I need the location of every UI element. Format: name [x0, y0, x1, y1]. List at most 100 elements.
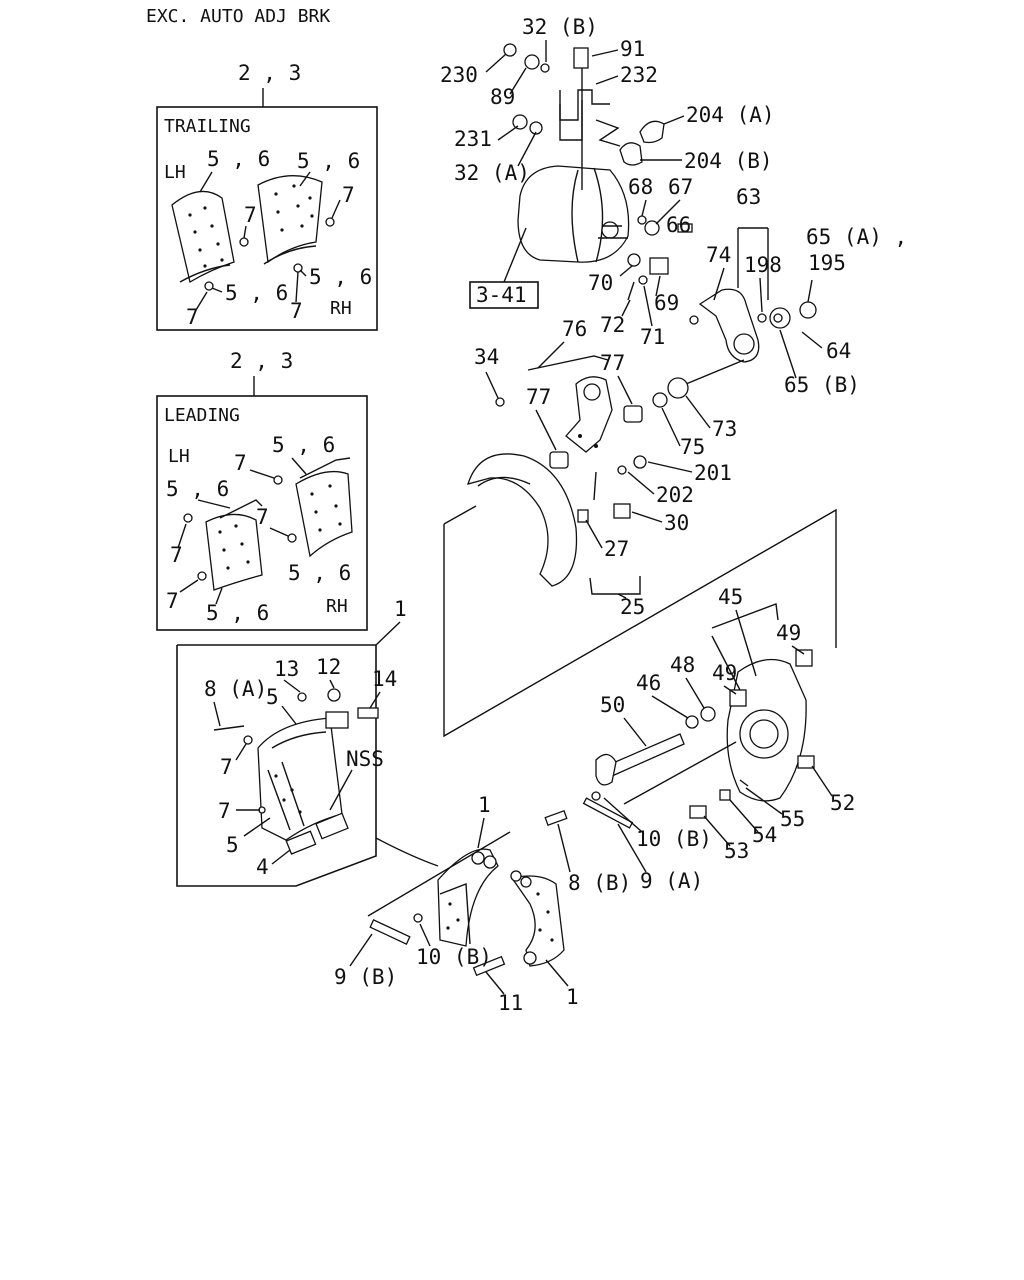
chamber-label-198: 198 [744, 253, 782, 277]
spider-label-49b: 49 [712, 661, 737, 685]
shoe-label-5a: 5 [266, 685, 279, 709]
shoe-label-12: 12 [316, 655, 341, 679]
trailing-label-8: 7 [290, 299, 303, 323]
leading-label-6: 5 , 6 [288, 561, 351, 585]
leading-label-5: 7 [170, 543, 183, 567]
chamber-label-68: 68 [628, 175, 653, 199]
bottom-label-11: 11 [498, 991, 523, 1015]
spider-label-52: 52 [830, 791, 855, 815]
trailing-label-2: 5 , 6 [297, 149, 360, 173]
shoe-label-5b: 5 [226, 833, 239, 857]
chamber-label-70: 70 [588, 271, 613, 295]
trailing-label-4: 7 [342, 183, 355, 207]
mid-label-202: 202 [656, 483, 694, 507]
mid-label-75: 75 [680, 435, 705, 459]
spider-label-50: 50 [600, 693, 625, 717]
leading-lining-right [295, 470, 353, 558]
assembly-outline [443, 508, 837, 738]
spider-label-10b: 10 (B) [636, 827, 712, 851]
shoe-box-ref: 1 [394, 597, 407, 621]
camshaft [605, 733, 685, 777]
shoe-pair-group: 1 8 (B) 9 (B) 10 (B) 11 1 [334, 793, 631, 1015]
chamber-label-91: 91 [620, 37, 645, 61]
brake-lining-right [257, 175, 323, 264]
spider-label-9a: 9 (A) [640, 869, 703, 893]
shoe-label-14: 14 [372, 667, 397, 691]
chamber-label-67: 67 [668, 175, 693, 199]
chamber-label-195: 195 [808, 251, 846, 275]
chamber-label-32b: 32 (B) [522, 15, 598, 39]
shoe-assembly [257, 717, 343, 841]
spider-label-46: 46 [636, 671, 661, 695]
chamber-label-71: 71 [640, 325, 665, 349]
leading-title: LEADING [164, 405, 240, 426]
brake-shoe-right [510, 875, 565, 967]
leading-label-3: 5 , 6 [166, 477, 229, 501]
leading-label-7: 7 [166, 589, 179, 613]
chamber-label-72: 72 [600, 313, 625, 337]
trailing-rh-label: RH [330, 298, 352, 319]
shoe-label-nss: NSS [346, 747, 384, 771]
brake-shoe-left [437, 848, 499, 947]
trailing-title: TRAILING [164, 116, 251, 137]
trailing-label-3: 7 [244, 203, 257, 227]
leading-lh-label: LH [168, 446, 190, 467]
dust-shield [467, 453, 578, 587]
chamber-label-65b: 65 (B) [784, 373, 860, 397]
shoe-label-8a: 8 (A) [204, 677, 267, 701]
chamber-label-32a: 32 (A) [454, 161, 530, 185]
spider-label-45: 45 [718, 585, 743, 609]
leading-rh-label: RH [326, 596, 348, 617]
chamber-ref-box: 3-41 [476, 283, 527, 307]
chamber-label-69: 69 [654, 291, 679, 315]
trailing-label-6: 5 , 6 [309, 265, 372, 289]
chamber-label-64: 64 [826, 339, 851, 363]
mid-label-73: 73 [712, 417, 737, 441]
chamber-label-65a: 65 (A) , [806, 225, 907, 249]
mid-label-30: 30 [664, 511, 689, 535]
trailing-label-7: 7 [186, 305, 199, 329]
spider-label-48: 48 [670, 653, 695, 677]
chamber-label-230: 230 [440, 63, 478, 87]
mid-label-76: 76 [562, 317, 587, 341]
chamber-label-204b: 204 (B) [684, 149, 773, 173]
bottom-label-10b: 10 (B) [416, 945, 492, 969]
leading-ref-label: 2 , 3 [230, 349, 293, 373]
chamber-label-232: 232 [620, 63, 658, 87]
brake-chamber-group: 3-41 32 (B) 91 230 232 89 204 (A) 231 20… [440, 15, 907, 397]
bottom-label-9b: 9 (B) [334, 965, 397, 989]
brake-chamber [517, 165, 630, 263]
leading-lining-left [205, 513, 263, 591]
shoe-label-13: 13 [274, 657, 299, 681]
leading-box: 2 , 3 LEADING LH RH 5 , 6 7 5 , 6 7 7 5 … [156, 349, 368, 631]
shoe-label-7b: 7 [218, 799, 231, 823]
chamber-label-204a: 204 (A) [686, 103, 775, 127]
shoe-label-4: 4 [256, 855, 269, 879]
page-title: EXC. AUTO ADJ BRK [146, 6, 330, 27]
bottom-label-8b: 8 (B) [568, 871, 631, 895]
chamber-label-63: 63 [736, 185, 761, 209]
chamber-label-89: 89 [490, 85, 515, 109]
chamber-label-231: 231 [454, 127, 492, 151]
spider-label-54: 54 [752, 823, 777, 847]
leading-label-8: 5 , 6 [206, 601, 269, 625]
camshaft-bracket-group: 76 34 77 77 73 75 201 202 30 27 25 [467, 317, 737, 619]
shoe-label-7a: 7 [220, 755, 233, 779]
shoe-assembly-box: 1 8 (A) 13 12 14 5 7 NSS 7 5 4 [176, 597, 439, 887]
mid-label-77a: 77 [600, 351, 625, 375]
leading-label-2: 7 [234, 451, 247, 475]
leading-label-4: 7 [256, 505, 269, 529]
chamber-label-66: 66 [666, 213, 691, 237]
camshaft-bracket [565, 376, 613, 453]
mid-label-77b: 77 [526, 385, 551, 409]
trailing-label-5: 5 , 6 [225, 281, 288, 305]
leading-label-1: 5 , 6 [272, 433, 335, 457]
bottom-label-1b: 1 [566, 985, 579, 1009]
brake-lining-left [171, 190, 235, 284]
mid-label-25: 25 [620, 595, 645, 619]
trailing-label-1: 5 , 6 [207, 147, 270, 171]
trailing-lh-label: LH [164, 162, 186, 183]
spider-label-49a: 49 [776, 621, 801, 645]
mid-label-27: 27 [604, 537, 629, 561]
